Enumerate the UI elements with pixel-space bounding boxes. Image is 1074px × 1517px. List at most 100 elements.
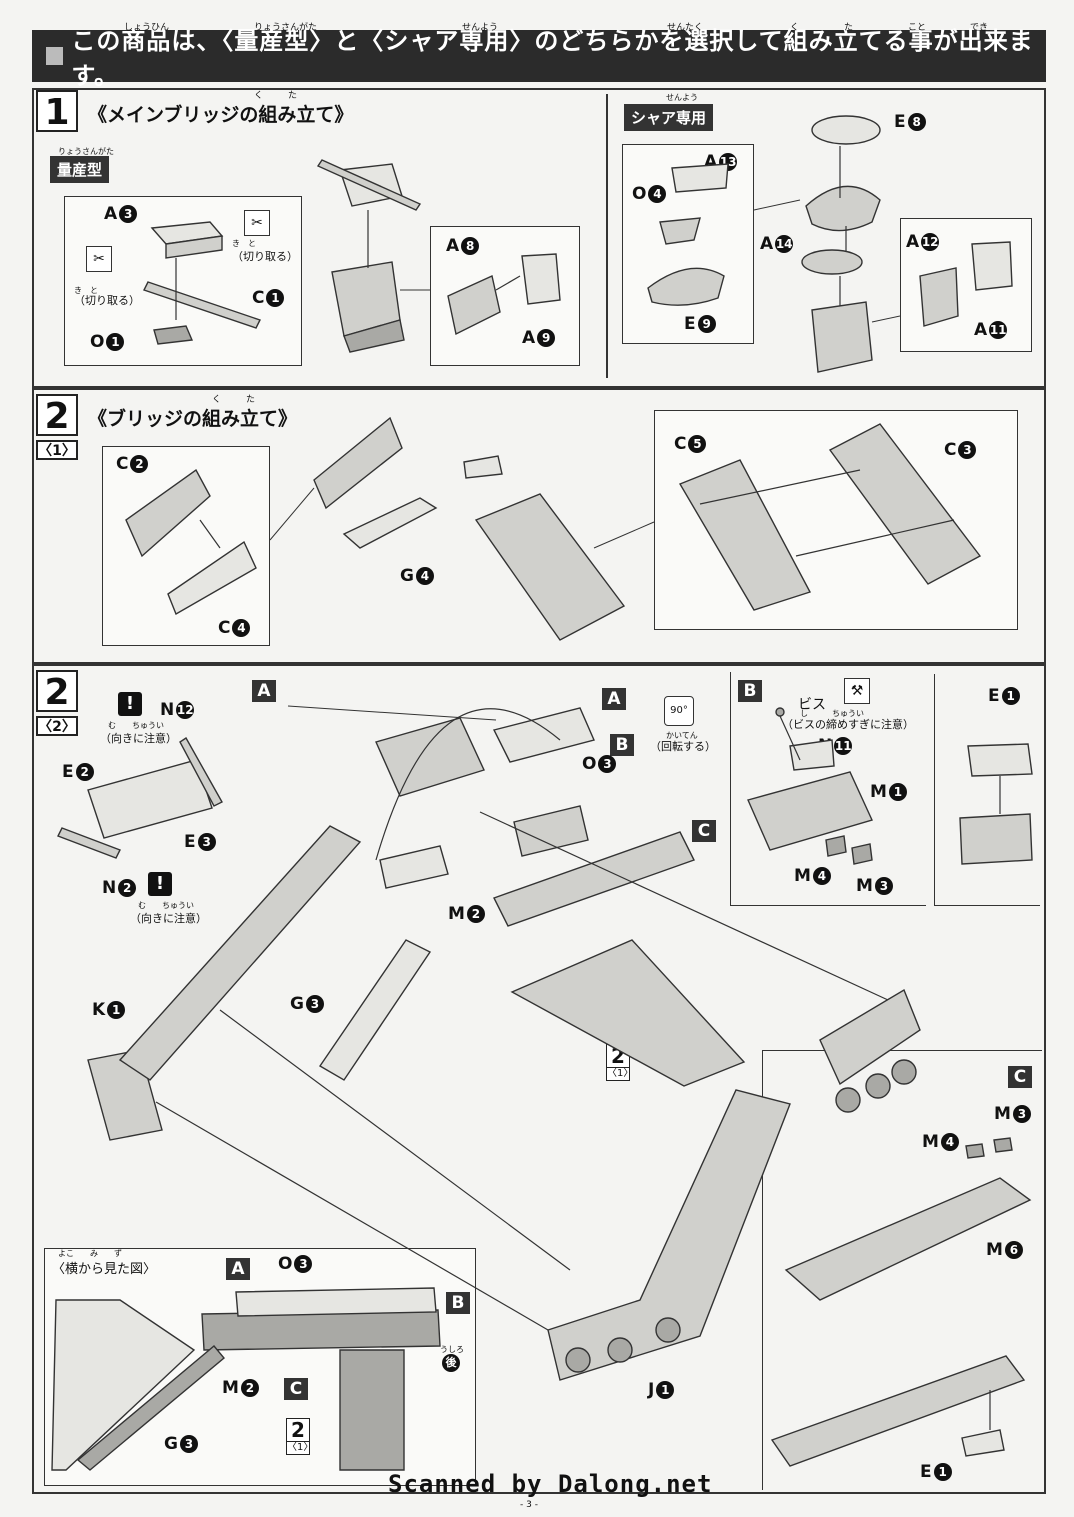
step-sub-number: 〈2〉 bbox=[36, 716, 78, 736]
arrow bbox=[155, 1101, 549, 1331]
part-side-top bbox=[235, 1287, 437, 1317]
callout-box-b: B bbox=[738, 680, 762, 702]
page-number: - 3 - bbox=[520, 1500, 538, 1510]
screwdriver-icon: ⚒ bbox=[844, 678, 870, 704]
nipper-icon: ✂ bbox=[86, 246, 112, 272]
step-title: 《ブリッジの組み立て》 bbox=[88, 408, 298, 430]
furigana: せんたく bbox=[667, 23, 704, 33]
part-bridge-dome bbox=[805, 185, 881, 232]
step-number: 2 bbox=[36, 670, 78, 713]
direction-note: （向きに注意） bbox=[100, 732, 177, 745]
callout-box-b: B bbox=[446, 1292, 470, 1314]
callout-box-a: A bbox=[602, 688, 626, 710]
part-m-frame bbox=[959, 813, 1033, 865]
cut-note: （切り取る） bbox=[74, 294, 140, 307]
part-c1 bbox=[143, 281, 261, 329]
arrow bbox=[219, 1009, 571, 1271]
furigana: む ちゅうい bbox=[108, 721, 164, 730]
part-g4 bbox=[342, 497, 438, 549]
furigana: き と bbox=[74, 286, 98, 295]
part-wheel bbox=[835, 1087, 861, 1113]
part-bridge-ladder bbox=[510, 939, 746, 1087]
furigana: せんよう bbox=[462, 23, 499, 33]
arrow-arc bbox=[375, 708, 561, 861]
part-bridge-assembled bbox=[313, 416, 403, 510]
part-m6-assembled bbox=[770, 1355, 1026, 1467]
part-a9 bbox=[521, 253, 561, 305]
furigana: よこ み ず bbox=[58, 1249, 122, 1258]
furigana: しょうひん bbox=[124, 23, 170, 33]
step-title: 《メインブリッジの組み立て》 bbox=[88, 104, 354, 126]
arrow bbox=[495, 275, 521, 291]
part-a3-side bbox=[165, 235, 223, 259]
mass-production-tag: 量産型 bbox=[50, 156, 110, 183]
part-n11 bbox=[789, 739, 835, 771]
step2-1-frame bbox=[32, 388, 1046, 664]
square-bullet-icon bbox=[46, 47, 64, 65]
furigana: く bbox=[254, 91, 264, 101]
furigana: こと bbox=[908, 23, 927, 33]
divider bbox=[606, 94, 608, 378]
part-o4 bbox=[659, 217, 701, 245]
part-j1-arm bbox=[547, 1089, 791, 1381]
part-m6 bbox=[784, 1177, 1032, 1301]
callout-box-c: C bbox=[692, 820, 716, 842]
furigana: む ちゅうい bbox=[138, 901, 194, 910]
furigana: せんよう bbox=[666, 93, 698, 102]
part-e2-e3 bbox=[87, 759, 213, 839]
caution-icon: ! bbox=[118, 692, 142, 716]
step2-2-frame bbox=[32, 664, 1046, 1494]
part-m4 bbox=[825, 835, 847, 857]
part-bridge-wing bbox=[316, 159, 422, 211]
part-side-k1 bbox=[51, 1299, 196, 1471]
part-wheel bbox=[865, 1073, 891, 1099]
part-screw bbox=[775, 707, 785, 717]
part-side-ladder bbox=[339, 1349, 405, 1471]
detail-box-b bbox=[730, 672, 926, 906]
direction-note: （向きに注意） bbox=[130, 912, 207, 925]
screw-note: （ビスの締めすぎに注意） bbox=[782, 718, 914, 731]
header-banner: この商品は、〈量産型〉と〈シャア専用〉のどちらかを選択して組み立てる事が出来ます… bbox=[32, 23, 1046, 90]
part-c3 bbox=[828, 423, 982, 585]
arrow bbox=[779, 715, 801, 761]
part-e1 bbox=[967, 743, 1033, 777]
part-c-frame bbox=[493, 831, 695, 927]
furigana: りょうさんがた bbox=[58, 147, 114, 156]
arrow bbox=[699, 469, 861, 505]
furigana: き と bbox=[232, 239, 256, 248]
furigana: た bbox=[246, 395, 256, 405]
part-a14 bbox=[801, 249, 863, 275]
leader bbox=[287, 705, 497, 721]
step-number: 1 bbox=[36, 90, 78, 133]
part-m2 bbox=[379, 845, 449, 889]
detail-box-e1 bbox=[934, 674, 1040, 906]
part-small-block bbox=[463, 455, 503, 479]
part-wheel bbox=[565, 1347, 591, 1373]
part-m3 bbox=[851, 843, 873, 865]
step1-frame bbox=[32, 88, 1046, 388]
part-bridge-top-assembly bbox=[375, 717, 485, 797]
